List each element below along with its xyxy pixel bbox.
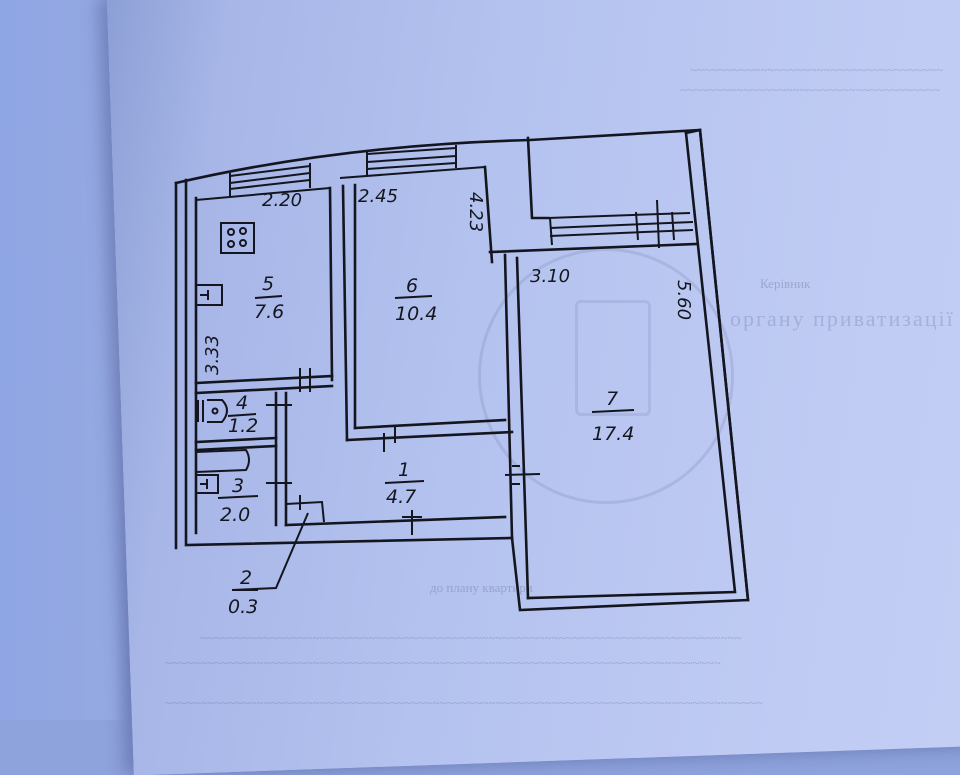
toilet-icon (197, 399, 228, 423)
room5-area: 7.6 (254, 301, 284, 323)
room7-area: 17.4 (592, 423, 634, 445)
room6-area: 10.4 (395, 303, 437, 325)
dim-room6-depth: 4.23 (465, 192, 486, 232)
ghost-text-line: ~~~~~~~~~~~~~~~~~~~~~~~~~~~~~~~~~~~~ (690, 62, 944, 77)
dim-kitchen-depth: 3.33 (202, 335, 223, 375)
wall-room6-right (483, 165, 494, 264)
room4-area: 1.2 (228, 415, 258, 437)
room6-window (339, 145, 486, 179)
wall-wc-bath (194, 436, 278, 452)
ghost-label-head: Керівник (760, 276, 811, 291)
ghost-text-line: ~~~~~~~~~~~~~~~~~~~~~~~~~~~~~~~~~~~~~~~~… (200, 630, 742, 645)
floor-plan: 5 7.6 6 10.4 7 17.4 1 4.7 4 1.2 3 2.0 2 … (174, 128, 750, 618)
ghost-text-line: ~~~~~~~~~~~~~~~~~~~~~~~~~~~~~~~~~~~~~~~~… (165, 655, 721, 670)
wall-kitchen-room6 (328, 186, 334, 382)
sink-icon (195, 284, 223, 306)
room3-number: 3 (232, 475, 244, 497)
room5-number: 5 (262, 273, 274, 295)
door-entrance (402, 510, 422, 535)
door-room7 (504, 465, 541, 485)
door-room6 (383, 427, 396, 452)
room2-area: 0.3 (228, 596, 258, 618)
wall-room6-bottom (345, 430, 514, 442)
wall-room7-left-inner (515, 256, 530, 600)
room4-number: 4 (236, 392, 248, 414)
wall-hallway-bottom (284, 515, 507, 527)
dim-room7-depth: 5.60 (673, 280, 694, 320)
outer-walls (174, 128, 750, 612)
faded-stamp (478, 248, 734, 504)
room3-area: 2.0 (220, 504, 250, 526)
dim-room7-width: 3.10 (530, 266, 570, 287)
room1-area: 4.7 (386, 486, 416, 508)
closet-outline (285, 500, 325, 523)
room2-number: 2 (240, 567, 252, 589)
faded-stamp-emblem (575, 300, 651, 416)
washbasin-icon (195, 474, 219, 494)
fraction-bars (217, 295, 635, 591)
wall-room6-left (341, 184, 349, 442)
wall-kitchen-bottom (194, 374, 334, 385)
ghost-text-line: ~~~~~~~~~~~~~~~~~~~~~~~~~~~~~~~~~~~~~ (680, 82, 941, 97)
dim-kitchen-width: 2.20 (262, 190, 302, 211)
stove-icon (220, 222, 255, 254)
balcony (488, 136, 698, 254)
ghost-text-line: ~~~~~~~~~~~~~~~~~~~~~~~~~~~~~~~~~~~~~~~~… (165, 695, 763, 710)
room7-number: 7 (606, 388, 618, 410)
ghost-label-body: органу приватизації (730, 306, 955, 331)
doors-wc-bath (266, 404, 292, 484)
room1-number: 1 (398, 459, 410, 481)
wall-room7-left (503, 253, 514, 540)
bathtub-icon (195, 448, 250, 473)
kitchen-window (195, 163, 331, 201)
dim-room6-width: 2.45 (358, 186, 398, 207)
room6-number: 6 (406, 275, 418, 297)
ghost-section-heading: до плану квартири (430, 580, 533, 595)
door-kitchen (299, 368, 311, 392)
